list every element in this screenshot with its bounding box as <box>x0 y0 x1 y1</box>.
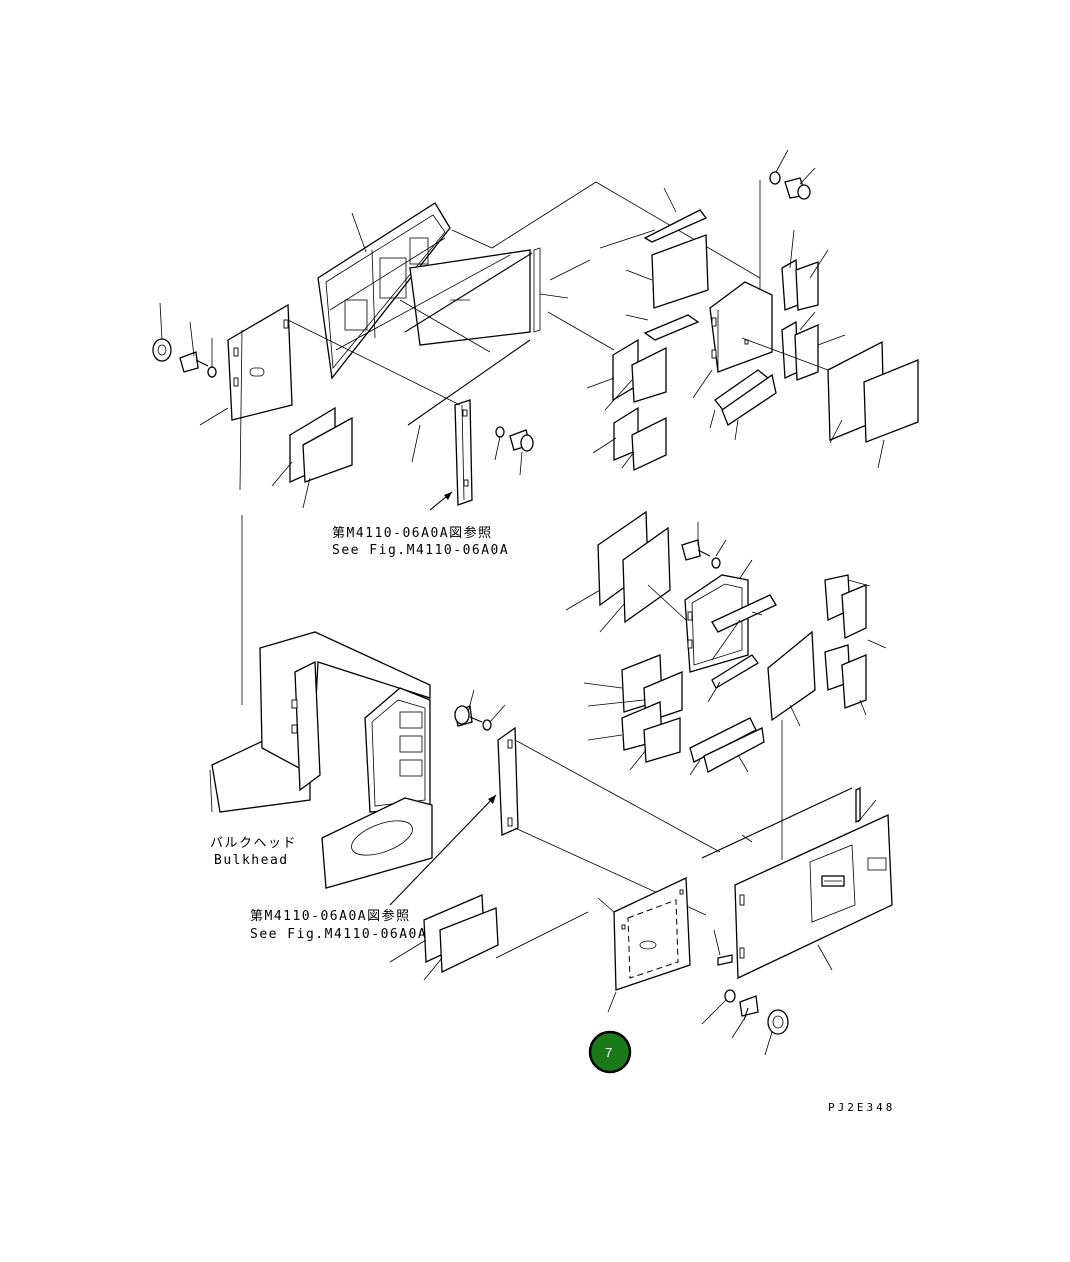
foam-strip <box>711 654 759 689</box>
foam-pad <box>631 346 667 403</box>
washer-icon <box>711 557 721 569</box>
lower-right-cover <box>389 786 893 1056</box>
bolt-icon <box>784 177 811 200</box>
washer-icon <box>724 989 736 1003</box>
bulkhead-label-jp: バルクヘッド <box>210 836 297 851</box>
figure-code: PJ2E348 <box>828 1101 895 1114</box>
window-glass-panel <box>409 249 531 346</box>
upper-right-bracket <box>709 281 773 373</box>
middle-right-assembly <box>454 510 887 916</box>
bolt-icon <box>454 705 483 727</box>
bolt-icon <box>179 351 209 373</box>
insulation-strip <box>643 314 700 341</box>
washer-icon <box>769 171 781 185</box>
insulation-pad <box>863 359 919 443</box>
bulkhead-label-en: Bulkhead <box>214 853 289 868</box>
insulation-pad <box>439 907 499 974</box>
foam-strip <box>703 727 765 773</box>
reference-label-bottom-jp: 第M4110-06A0A図参照 <box>250 908 411 924</box>
bolt-icon <box>509 429 534 452</box>
bolt-icon <box>739 995 759 1021</box>
latch-icon <box>821 875 845 887</box>
bulkhead-assembly <box>209 631 433 889</box>
rear-grille-frame <box>317 202 451 380</box>
reference-label-top-en: See Fig.M4110-06A0A <box>332 543 509 558</box>
foam-pad <box>631 416 667 471</box>
lower-post-bracket <box>497 726 519 836</box>
foam-pad <box>794 324 819 381</box>
foam-strip <box>721 373 777 426</box>
upper-left-assembly <box>152 202 569 705</box>
foam-pad <box>795 261 819 311</box>
insulation-pad <box>651 234 709 309</box>
knob-icon <box>767 1009 789 1035</box>
bolt-icon <box>681 539 711 561</box>
foam-pad <box>841 654 867 709</box>
insulation-strip <box>711 594 777 633</box>
page-number-badge[interactable]: 7 <box>588 1030 632 1074</box>
washer-icon <box>207 366 217 378</box>
foam-pad <box>841 584 867 639</box>
page-number-text: 7 <box>605 1045 612 1060</box>
nut-icon <box>152 338 172 362</box>
foam-pad <box>302 416 353 483</box>
reference-label-bottom-en: See Fig.M4110-06A0A <box>250 927 427 942</box>
reference-label-top-jp: 第M4110-06A0A図参照 <box>332 525 493 541</box>
upper-right-assembly <box>451 149 919 471</box>
insulation-pad <box>767 630 816 722</box>
washer-icon <box>482 719 492 731</box>
left-door-panel <box>227 303 293 421</box>
side-cover-panel <box>734 814 893 980</box>
insulation-pad <box>622 526 671 624</box>
washer-icon <box>495 426 505 438</box>
insulation-strip <box>643 209 708 243</box>
post-bracket <box>454 399 473 506</box>
foam-strip <box>689 717 757 763</box>
